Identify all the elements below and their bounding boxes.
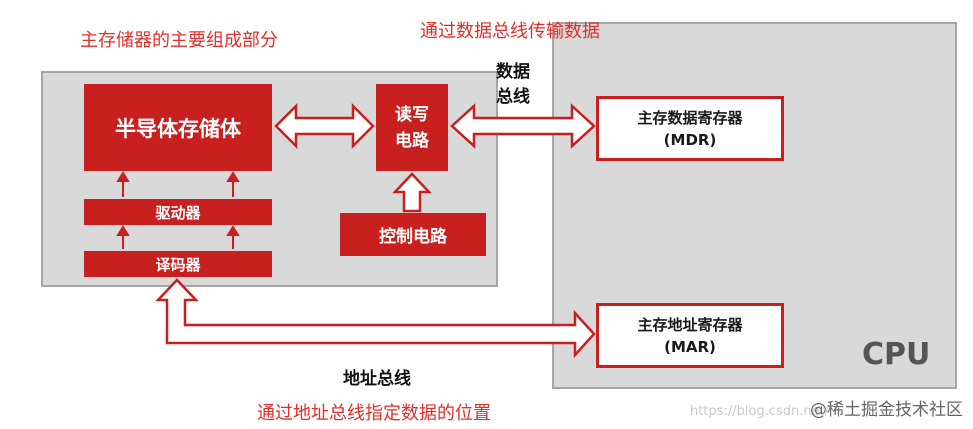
memory-composition-caption: 主存储器的主要组成部分 (80, 30, 278, 51)
storage-rw-double-arrow (274, 102, 375, 150)
control-to-rw-arrow (392, 172, 432, 213)
driver-box: 驱动器 (84, 199, 272, 225)
mar-register-box: 主存地址寄存器 (MAR) (596, 303, 784, 368)
read-write-circuit-label: 读写 电路 (395, 104, 429, 151)
decoder-box: 译码器 (84, 251, 272, 277)
mdr-name: 主存数据寄存器 (637, 108, 743, 127)
control-circuit-box: 控制电路 (340, 213, 486, 256)
watermark-brand: @稀土掘金技术社区 (810, 400, 963, 420)
watermark-url: https://blog.csdn.net/ (690, 404, 830, 419)
semiconductor-storage-label: 半导体存储体 (115, 116, 241, 141)
decoder-label: 译码器 (155, 255, 201, 274)
mdr-register-box: 主存数据寄存器 (MDR) (596, 96, 784, 161)
data-bus-double-arrow (450, 103, 596, 149)
mar-abbr: (MAR) (664, 337, 716, 356)
mar-name: 主存地址寄存器 (637, 315, 743, 334)
address-bus-label: 地址总线 (343, 369, 411, 389)
read-write-circuit-box: 读写 电路 (376, 84, 448, 171)
control-circuit-label: 控制电路 (379, 227, 447, 247)
mdr-abbr: (MDR) (663, 130, 717, 149)
address-bus-double-arrow (155, 278, 596, 359)
driver-label: 驱动器 (155, 203, 201, 222)
address-bus-caption: 通过地址总线指定数据的位置 (257, 403, 491, 424)
cpu-label: CPU (862, 337, 931, 372)
semiconductor-storage-box: 半导体存储体 (84, 84, 272, 171)
data-bus-caption: 通过数据总线传输数据 (420, 21, 600, 42)
data-bus-label: 数据 总线 (496, 62, 530, 107)
